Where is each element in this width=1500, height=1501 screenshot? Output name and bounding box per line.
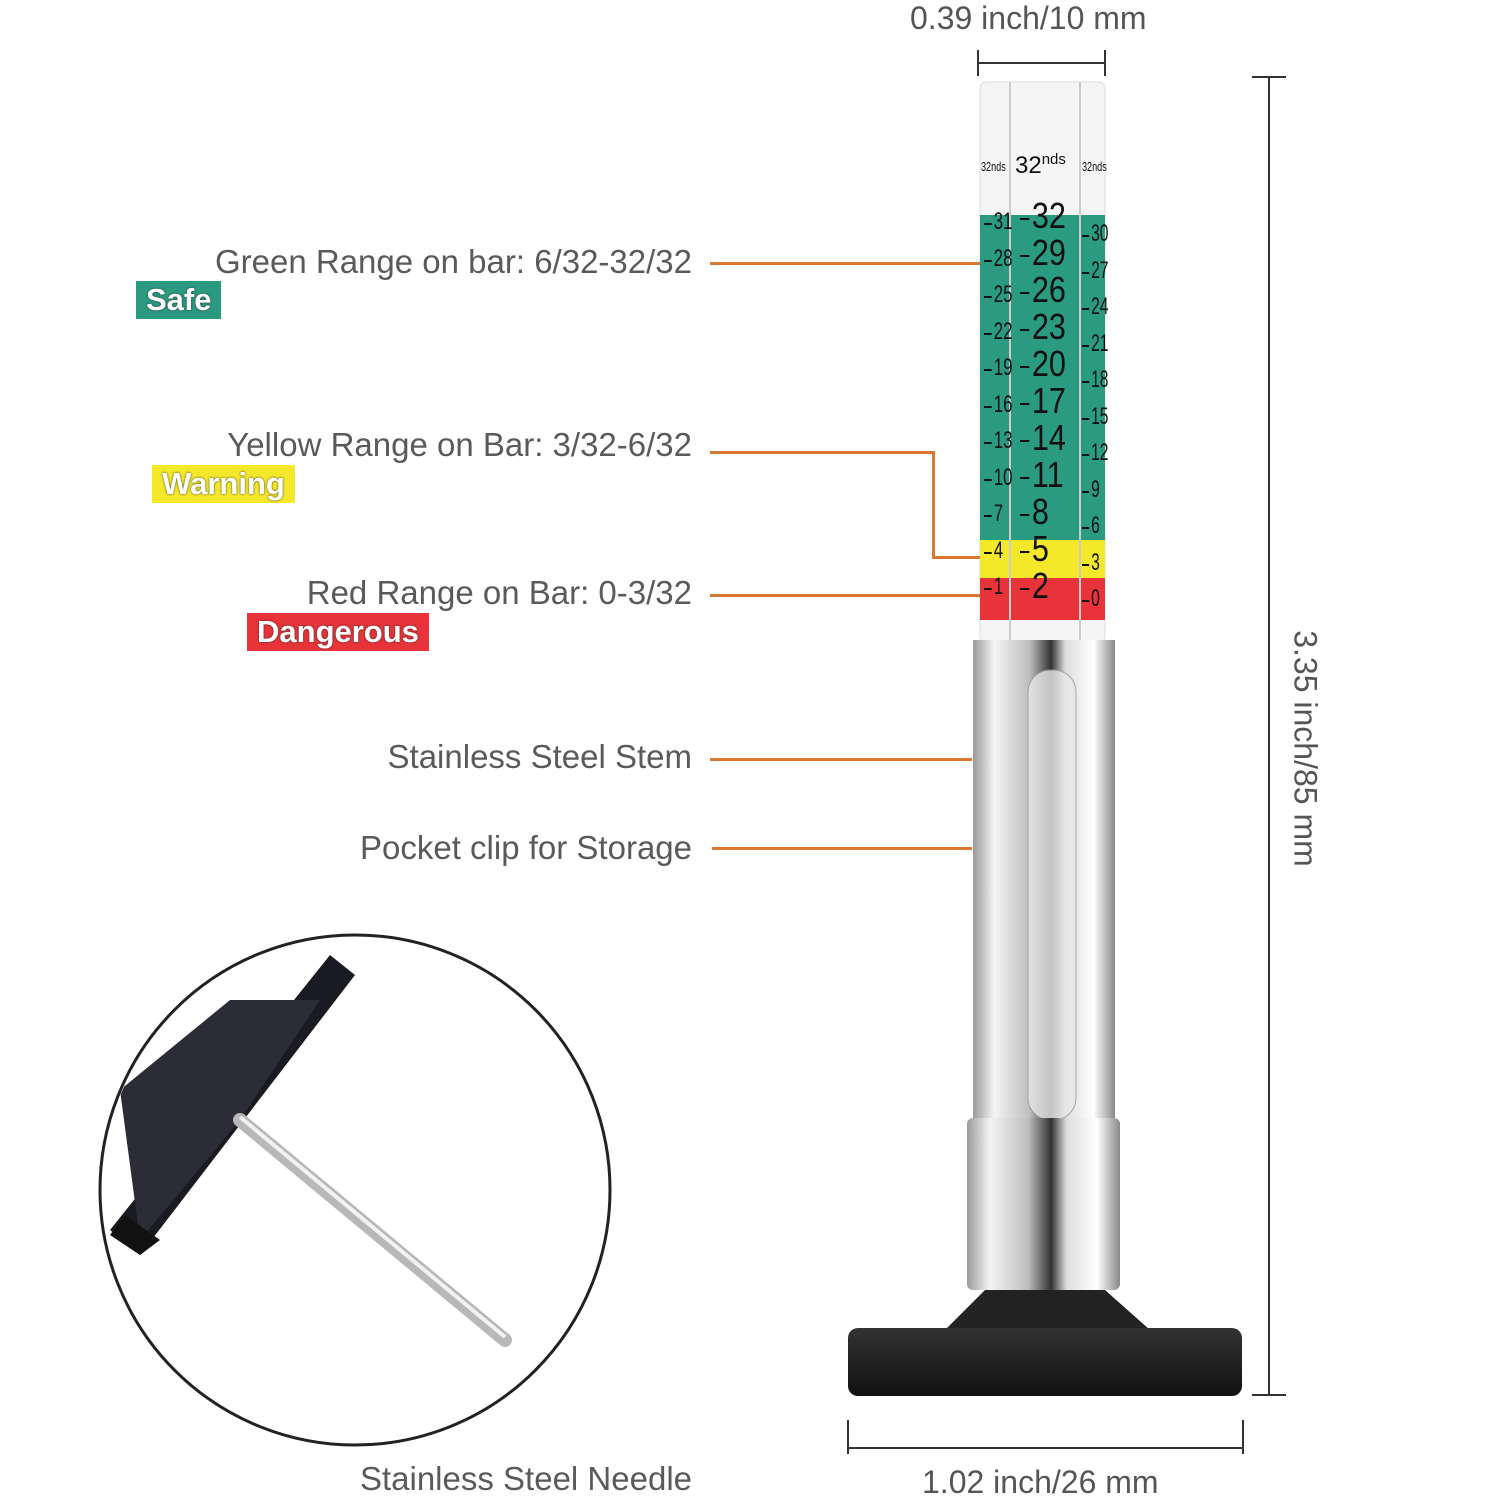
scale-mark-center: 17 <box>1020 383 1066 419</box>
pocket-clip <box>1027 669 1077 1121</box>
scale-mark-center: 8 <box>1020 494 1049 530</box>
scale-mark-left: 16 <box>984 392 1012 417</box>
red-range-label: Red Range on Bar: 0-3/32 <box>306 574 692 611</box>
height-dimension-tick <box>1252 76 1286 78</box>
needle-label: Stainless Steel Needle <box>359 1460 692 1497</box>
green-range-label: Green Range on bar: 6/32-32/32 <box>214 243 692 280</box>
stem-leader-line <box>710 758 972 761</box>
side-unit-right: 32nds <box>1082 159 1107 174</box>
pocket-clip-leader-line <box>712 847 972 850</box>
scale-mark-left: 7 <box>984 502 1003 526</box>
base-dimension-label: 1.02 inch/26 mm <box>922 1464 1159 1500</box>
scale-mark-right: 30 <box>1082 222 1108 246</box>
pocket-clip-label: Pocket clip for Storage <box>360 829 692 866</box>
scale-mark-center: 20 <box>1020 346 1066 382</box>
collar <box>967 1118 1120 1290</box>
unit-label-sup: nds <box>1041 151 1066 168</box>
scale-mark-right: 3 <box>1082 550 1100 575</box>
yellow-leader-line <box>710 451 935 454</box>
height-dimension-tick <box>1252 1394 1286 1396</box>
scale-mark-left: 4 <box>984 538 1003 563</box>
scale-mark-center: 2 <box>1020 568 1049 604</box>
scale-mark-right: 18 <box>1082 368 1108 392</box>
scale-mark-center: 23 <box>1020 309 1066 345</box>
base-dimension-tick <box>847 1420 849 1454</box>
scale-mark-right: 12 <box>1082 441 1108 465</box>
scale-mark-center: 11 <box>1020 457 1064 493</box>
scale-mark-left: 28 <box>984 246 1012 271</box>
unit-label-number: 32 <box>1015 152 1042 179</box>
width-dimension-tick <box>977 50 979 76</box>
stainless-steel-needle <box>233 1113 512 1347</box>
scale-mark-center: 32 <box>1020 198 1066 234</box>
scale-mark-left: 22 <box>984 319 1012 344</box>
scale-mark-center: 14 <box>1020 420 1066 456</box>
scale-mark-left: 13 <box>984 429 1012 453</box>
base-foot <box>945 1290 1150 1330</box>
unit-label: 32nds <box>1015 152 1066 178</box>
scale-mark-center: 29 <box>1020 235 1066 271</box>
dangerous-badge: Dangerous <box>247 613 429 651</box>
width-dimension-tick <box>1104 50 1106 76</box>
scale-mark-right: 15 <box>1082 404 1108 429</box>
green-range <box>980 215 1105 540</box>
safe-badge: Safe <box>136 281 222 319</box>
warning-badge: Warning <box>152 465 295 503</box>
stem-label: Stainless Steel Stem <box>387 738 692 775</box>
yellow-range-label: Yellow Range on Bar: 3/32-6/32 <box>227 426 692 463</box>
width-dimension-label: 0.39 inch/10 mm <box>910 0 1147 36</box>
scale-mark-left: 1 <box>984 575 1003 599</box>
scale-mark-right: 6 <box>1082 514 1100 538</box>
base-dimension-tick <box>1242 1420 1244 1454</box>
yellow-range <box>980 540 1105 580</box>
scale-mark-left: 19 <box>984 356 1012 380</box>
needle-detail-image <box>110 955 512 1347</box>
side-unit-left: 32nds <box>981 159 1006 174</box>
scale-mark-right: 0 <box>1082 587 1100 611</box>
yellow-leader-line-end <box>932 556 980 559</box>
scale-mark-right: 24 <box>1082 295 1108 319</box>
scale-mark-right: 27 <box>1082 258 1108 283</box>
scale-mark-left: 25 <box>984 283 1012 307</box>
scale-mark-left: 10 <box>984 465 1012 490</box>
yellow-leader-line-vertical <box>932 451 935 558</box>
scale-mark-right: 21 <box>1082 331 1108 356</box>
height-dimension-line <box>1268 77 1270 1395</box>
scale-mark-center: 5 <box>1020 531 1049 567</box>
scale-mark-right: 9 <box>1082 477 1100 502</box>
red-range <box>980 578 1105 620</box>
scale-mark-left: 31 <box>984 210 1012 234</box>
red-leader-line <box>710 594 980 597</box>
width-dimension-line <box>978 62 1105 64</box>
base-plate <box>848 1328 1242 1396</box>
scale-mark-center: 26 <box>1020 272 1066 308</box>
base-dimension-line <box>848 1447 1243 1449</box>
green-leader-line <box>710 262 980 265</box>
